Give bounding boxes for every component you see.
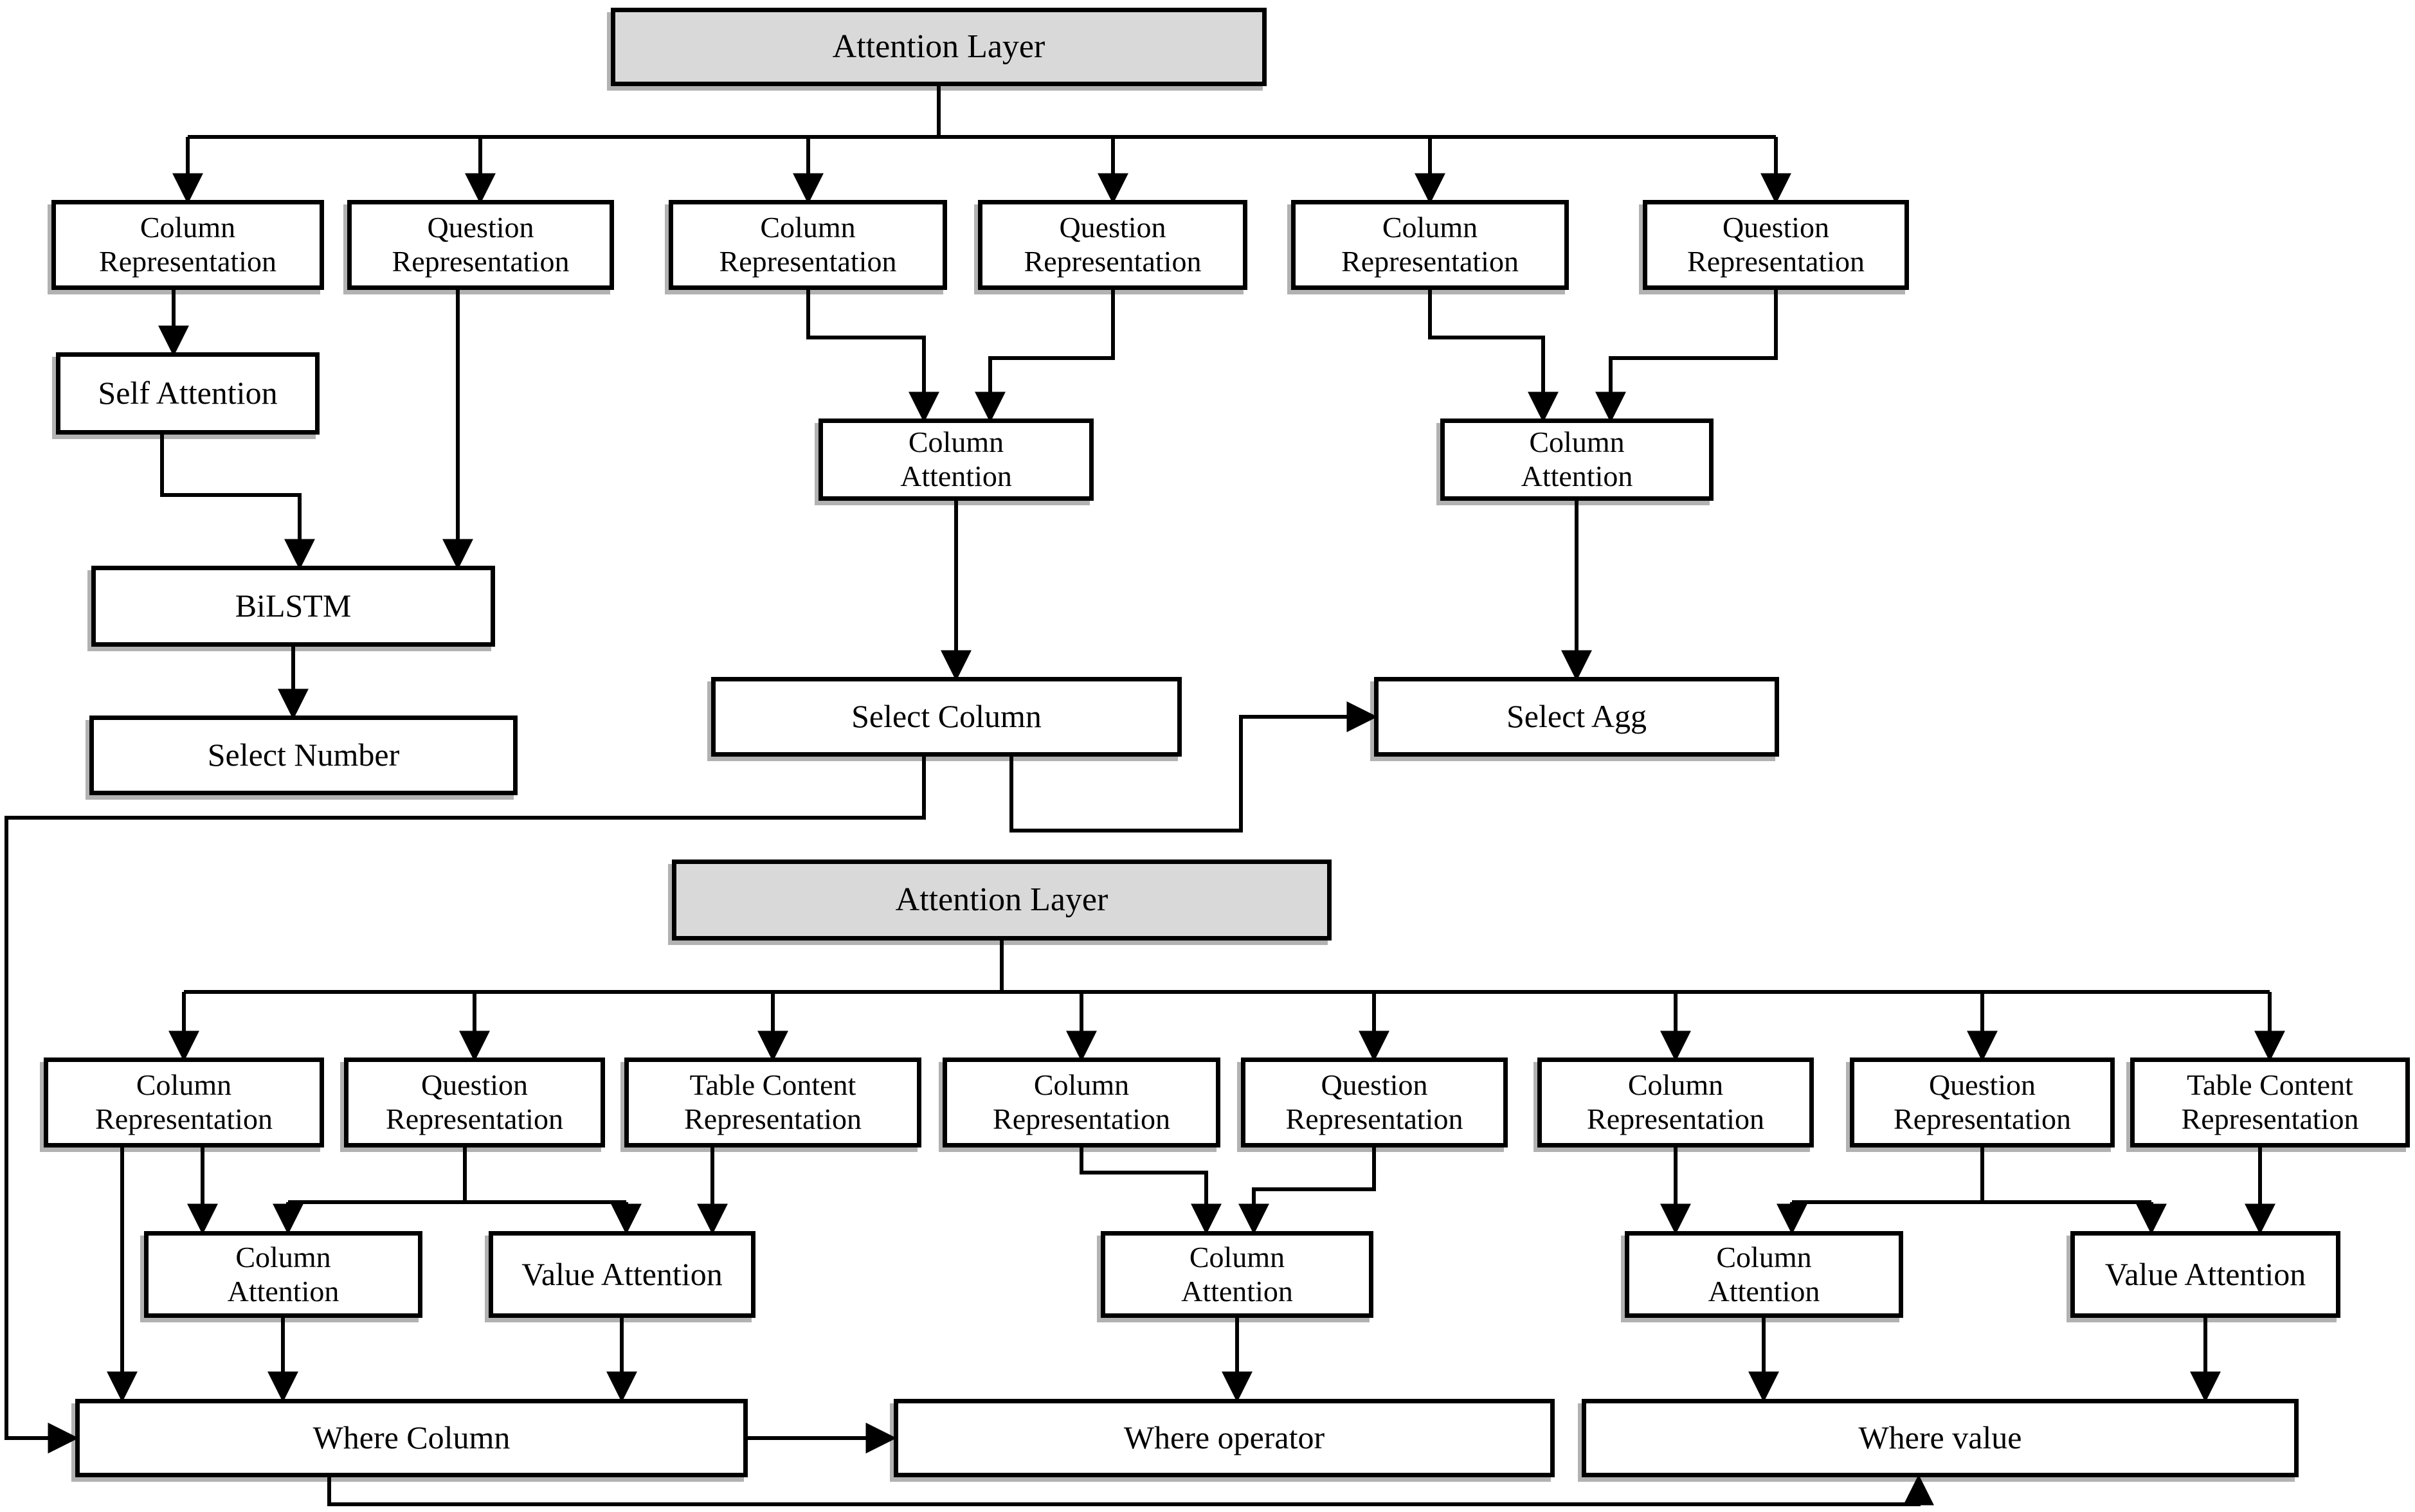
connector-wherecolumn-wherevalue bbox=[327, 1474, 1934, 1506]
node-select-agg: Select Agg bbox=[1374, 677, 1779, 757]
node-table-content-representation-wherecol: Table Content Representation bbox=[624, 1058, 921, 1148]
connector-selectcolumn-selectagg bbox=[1009, 701, 1378, 833]
node-question-representation-selcol: Question Representation bbox=[978, 200, 1247, 290]
node-table-content-representation-whereval: Table Content Representation bbox=[2130, 1058, 2410, 1148]
connector bbox=[1238, 1148, 1376, 1235]
node-attention-layer-top: Attention Layer bbox=[611, 8, 1267, 86]
node-value-attention-wherecol: Value Attention bbox=[489, 1231, 755, 1318]
connector bbox=[1595, 290, 1778, 423]
node-question-representation-whereop: Question Representation bbox=[1241, 1058, 1508, 1148]
node-column-representation-whereval: Column Representation bbox=[1537, 1058, 1814, 1148]
node-column-representation-whereop: Column Representation bbox=[943, 1058, 1220, 1148]
connector bbox=[1080, 1148, 1222, 1235]
node-column-representation-wherecol: Column Representation bbox=[44, 1058, 324, 1148]
node-column-representation-selcol: Column Representation bbox=[669, 200, 947, 290]
node-select-column: Select Column bbox=[711, 677, 1182, 757]
node-where-operator: Where operator bbox=[894, 1399, 1555, 1477]
connector bbox=[160, 435, 315, 570]
node-column-attention-wherecol: Column Attention bbox=[144, 1231, 422, 1318]
node-value-attention-whereval: Value Attention bbox=[2070, 1231, 2340, 1318]
node-bilstm: BiLSTM bbox=[91, 566, 495, 647]
node-question-representation-whereval: Question Representation bbox=[1850, 1058, 2115, 1148]
node-question-representation-selagg: Question Representation bbox=[1643, 200, 1909, 290]
node-question-representation-selnum: Question Representation bbox=[347, 200, 614, 290]
node-self-attention: Self Attention bbox=[56, 352, 320, 435]
node-where-value: Where value bbox=[1582, 1399, 2299, 1477]
node-column-representation-selagg: Column Representation bbox=[1291, 200, 1569, 290]
node-column-attention-selcol: Column Attention bbox=[819, 419, 1094, 501]
connector-selectcolumn-wherecolumn bbox=[5, 757, 926, 1454]
node-column-attention-selagg: Column Attention bbox=[1440, 419, 1714, 501]
node-attention-layer-bottom: Attention Layer bbox=[672, 860, 1332, 941]
node-select-number: Select Number bbox=[89, 716, 518, 795]
connector bbox=[1428, 290, 1559, 423]
connector bbox=[806, 290, 939, 423]
node-question-representation-wherecol: Question Representation bbox=[344, 1058, 605, 1148]
node-column-representation-selnum: Column Representation bbox=[51, 200, 324, 290]
node-column-attention-whereval: Column Attention bbox=[1625, 1231, 1903, 1318]
node-column-attention-whereop: Column Attention bbox=[1101, 1231, 1373, 1318]
connector bbox=[975, 290, 1115, 423]
node-where-column: Where Column bbox=[75, 1399, 748, 1477]
